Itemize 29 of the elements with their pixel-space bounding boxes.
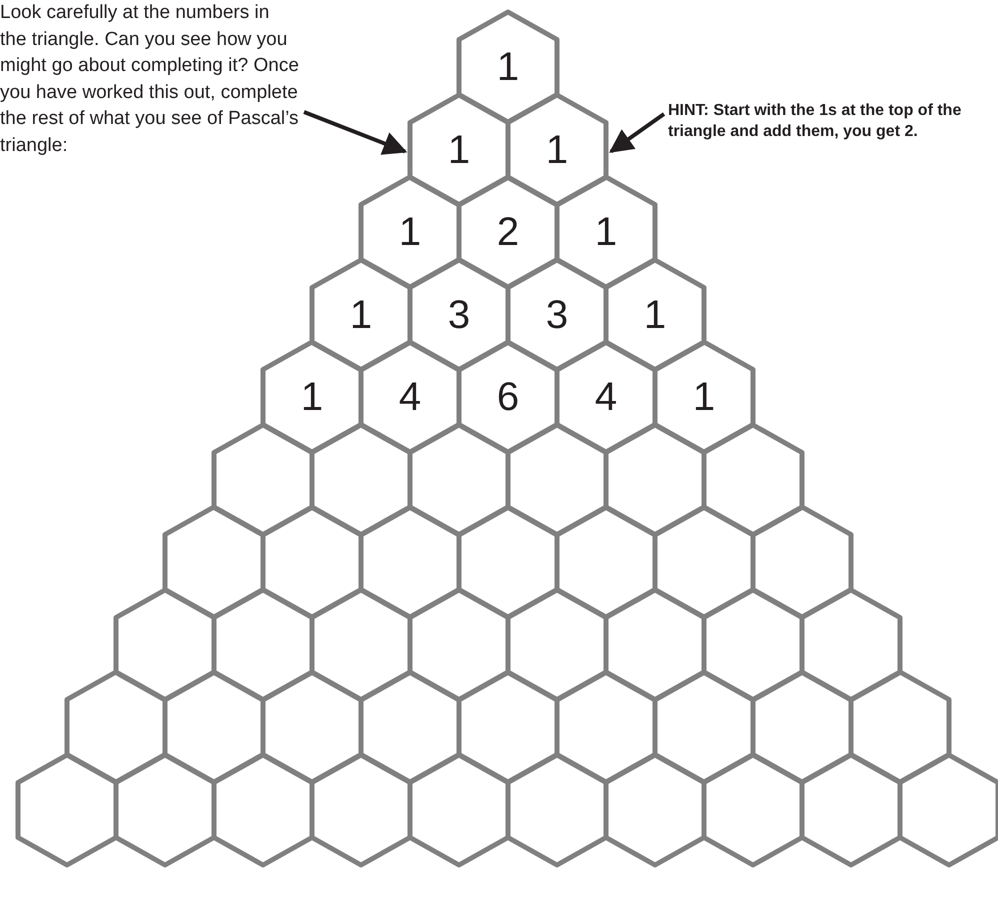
hexagon: [897, 752, 998, 868]
number: 6: [496, 377, 520, 417]
hexagon: [603, 256, 707, 372]
arrow: [303, 110, 408, 155]
instruction-text: Look carefully at the numbers in the triangle. Can you see how you might go about completing it? Once you have worked this out, complete the rest of what you see of Pascal’s triangle:: [0, 0, 300, 159]
hexagon: [407, 92, 511, 208]
number: 1: [594, 212, 618, 252]
hexagon: [211, 422, 315, 538]
hexagon: [15, 752, 119, 868]
number: 1: [496, 47, 520, 87]
number: 1: [546, 130, 568, 170]
hint-text: HINT: Start with the 1s at the top of the triangle and add them, you get 2.: [668, 100, 993, 142]
hexagon: [701, 422, 805, 538]
arrow: [609, 112, 666, 154]
number: 1: [300, 377, 324, 417]
number: 1: [398, 212, 422, 252]
hexagon: [505, 92, 609, 208]
number: 3: [546, 294, 568, 334]
number: 3: [448, 294, 470, 334]
number: 1: [448, 130, 470, 170]
number: 2: [496, 212, 520, 252]
hexagon: [113, 586, 217, 702]
number: 1: [350, 294, 372, 334]
number: 4: [398, 377, 422, 417]
number: 4: [594, 377, 618, 417]
hexagon: [799, 586, 903, 702]
number: 1: [692, 377, 716, 417]
hexagon: [309, 256, 413, 372]
number: 1: [644, 294, 666, 334]
